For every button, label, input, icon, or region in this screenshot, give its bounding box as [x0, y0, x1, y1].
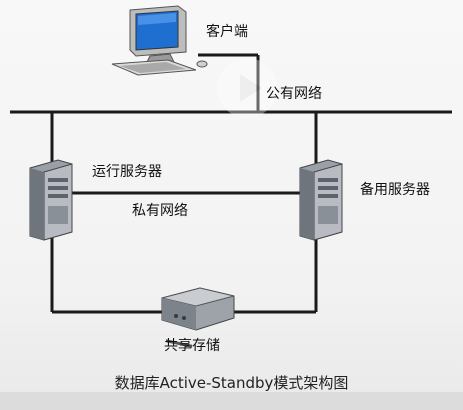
standby-server-label: 备用服务器: [360, 182, 430, 198]
standby-server-icon: [299, 159, 343, 241]
bottom-band: [0, 392, 463, 410]
running-server-label: 运行服务器: [92, 164, 162, 180]
running-server-icon: [29, 159, 73, 241]
diagram-caption: 数据库Active-Standby模式架构图: [114, 374, 349, 392]
private-network-label: 私有网络: [132, 203, 188, 219]
storage-array-icon: [161, 287, 235, 348]
shared-storage-label: 共享存储: [164, 338, 220, 354]
computer-icon: [111, 5, 208, 76]
client-label: 客户端: [206, 24, 248, 40]
public-network-label: 公有网络: [266, 86, 322, 102]
play-button-icon: [217, 58, 277, 118]
